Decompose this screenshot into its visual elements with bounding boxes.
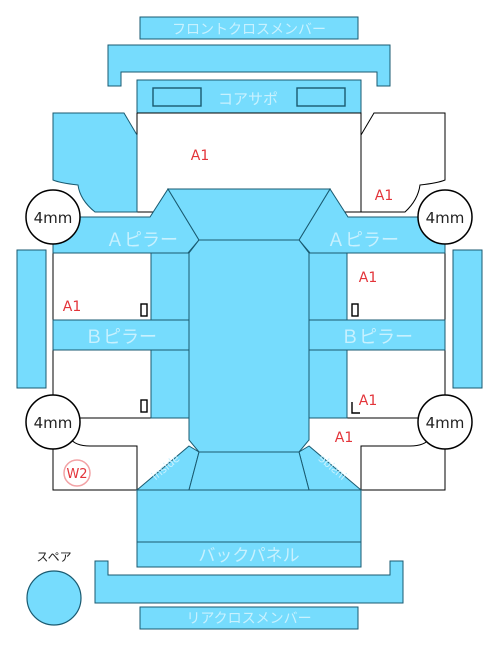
headlight-right <box>296 87 346 107</box>
back-panel-label: バックパネル <box>198 546 299 566</box>
tire-front-right-label: 4mm <box>426 209 465 227</box>
b-pillar-left-label: Ｂピラー <box>85 327 157 348</box>
tire-rear-left: 4mm <box>25 394 81 450</box>
damage-mark-2: A1 <box>63 299 81 315</box>
damage-mark-4: A1 <box>359 393 377 409</box>
damage-mark-6: W2 <box>63 459 91 487</box>
b-pillar-right-label: Ｂピラー <box>341 327 413 348</box>
right-side-sill <box>452 249 483 389</box>
spare-tire-icon <box>26 570 82 626</box>
damage-mark-1: A1 <box>375 188 393 204</box>
rear-cross-member-label: リアクロスメンバー <box>186 611 311 627</box>
roof-panel <box>188 239 310 453</box>
tire-front-left: 4mm <box>25 189 81 245</box>
tire-rear-right: 4mm <box>417 394 473 450</box>
spare-label: スペア <box>36 550 71 564</box>
tire-rear-left-label: 4mm <box>34 414 73 432</box>
left-front-marker <box>140 303 148 317</box>
rear-cross-member-bar <box>139 606 359 630</box>
headlight-left <box>152 87 202 107</box>
core-support-label: コアサポ <box>218 90 278 108</box>
front-cross-member-bar <box>139 16 359 40</box>
a-pillar-left-label: Ａピラー <box>106 230 178 251</box>
back-panel <box>136 489 362 543</box>
tire-front-left-label: 4mm <box>34 209 73 227</box>
front-right-fender <box>360 112 446 213</box>
damage-mark-6-code: W2 <box>66 467 87 482</box>
trunk-floor <box>188 451 310 491</box>
left-side-sill <box>16 249 47 389</box>
tire-front-right: 4mm <box>417 189 473 245</box>
left-rear-marker <box>140 399 148 413</box>
a-pillar-right-label: Ａピラー <box>327 230 399 251</box>
right-front-marker <box>351 303 359 317</box>
tire-rear-right-label: 4mm <box>426 414 465 432</box>
front-left-fender <box>52 112 138 213</box>
right-rear-marker <box>351 402 360 414</box>
damage-mark-0: A1 <box>191 148 209 164</box>
front-bumper-bracket <box>107 44 391 87</box>
front-cross-member-label: フロントクロスメンバー <box>172 22 326 38</box>
back-panel-lower <box>136 541 362 568</box>
damage-mark-3: A1 <box>359 270 377 286</box>
rear-bumper-bracket <box>94 560 404 604</box>
damage-mark-5: A1 <box>335 430 353 446</box>
right-front-door <box>346 252 446 321</box>
